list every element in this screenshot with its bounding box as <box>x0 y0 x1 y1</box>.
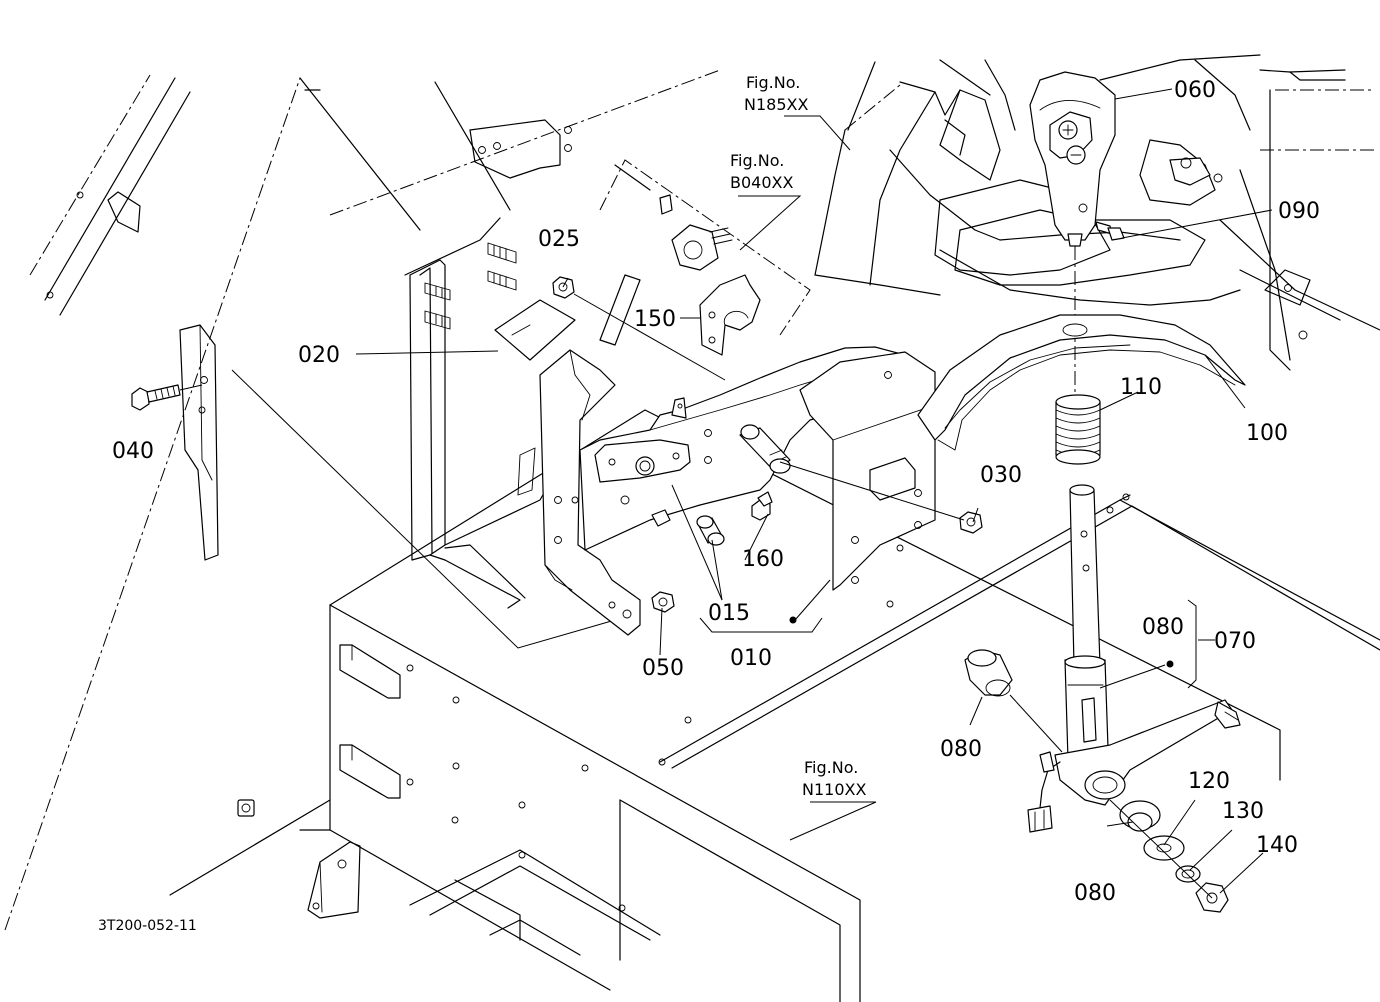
harness-connector <box>1027 751 1061 833</box>
part-label-160: 160 <box>742 547 784 572</box>
leader-lines <box>355 88 1273 894</box>
nut-050 <box>651 591 675 613</box>
part-label-010: 010 <box>730 646 772 671</box>
bolt-160 <box>751 491 773 521</box>
part-label-070: 070 <box>1214 629 1256 654</box>
part-label-040: 040 <box>112 439 154 464</box>
fig-ref-b040-line1: Fig.No. <box>730 151 784 170</box>
drawing-code: 3T200-052-11 <box>98 918 197 934</box>
shift-knob-060 <box>1029 71 1116 247</box>
part-label-060: 060 <box>1174 78 1216 103</box>
washer-axis <box>1109 799 1213 899</box>
part-label-080-lever: 080 <box>1142 615 1184 640</box>
lever-plate-015 <box>594 439 691 483</box>
part-label-120: 120 <box>1188 769 1230 794</box>
part-label-110: 110 <box>1120 375 1162 400</box>
left-fender-frame <box>4 69 721 931</box>
nut-025 <box>552 276 575 299</box>
plate-020-tab <box>494 299 576 361</box>
bracket-plate-040 <box>179 324 616 649</box>
bolt-040 <box>131 384 203 411</box>
spacer-015 <box>696 515 725 546</box>
fig-ref-b040-line2: B040XX <box>730 173 793 192</box>
shift-guide-plate-100 <box>917 314 1246 451</box>
washer-120 <box>1143 835 1185 861</box>
rear-frame-plate <box>409 242 561 609</box>
fig-ref-n185-line2: N185XX <box>744 95 808 114</box>
switch-area-b040 <box>599 159 811 346</box>
part-label-130: 130 <box>1222 799 1264 824</box>
support-bracket-020 <box>539 349 641 636</box>
part-label-100: 100 <box>1246 421 1288 446</box>
detent-plate <box>799 351 936 591</box>
spring-110 <box>1055 394 1101 465</box>
shift-lever-shaft <box>1054 484 1241 806</box>
part-label-080-lower: 080 <box>1074 881 1116 906</box>
fig-ref-n110-line2: N110XX <box>802 780 866 799</box>
screw-090 <box>1095 221 1125 241</box>
lower-body-panels <box>169 409 1380 1002</box>
pivot-pin <box>739 424 791 474</box>
washer-130 <box>1175 865 1201 883</box>
part-label-015: 015 <box>708 601 750 626</box>
fig-ref-n185-line1: Fig.No. <box>746 73 800 92</box>
part-label-020: 020 <box>298 343 340 368</box>
part-label-050: 050 <box>642 656 684 681</box>
figure-references: Fig.No. N185XX Fig.No. B040XX Fig.No. N1… <box>730 73 866 799</box>
part-label-150: 150 <box>634 307 676 332</box>
part-callouts: 010 015 020 025 030 040 050 060 070 080 … <box>112 78 1320 906</box>
fig-ref-n110-line1: Fig.No. <box>804 758 858 777</box>
part-label-025: 025 <box>538 227 580 252</box>
part-label-140: 140 <box>1256 833 1298 858</box>
part-label-030: 030 <box>980 463 1022 488</box>
part-label-080-bushing: 080 <box>940 737 982 762</box>
bracket-150 <box>699 274 761 356</box>
nut-030 <box>959 511 983 534</box>
part-label-090: 090 <box>1278 199 1320 224</box>
bushing-080 <box>964 649 1013 697</box>
